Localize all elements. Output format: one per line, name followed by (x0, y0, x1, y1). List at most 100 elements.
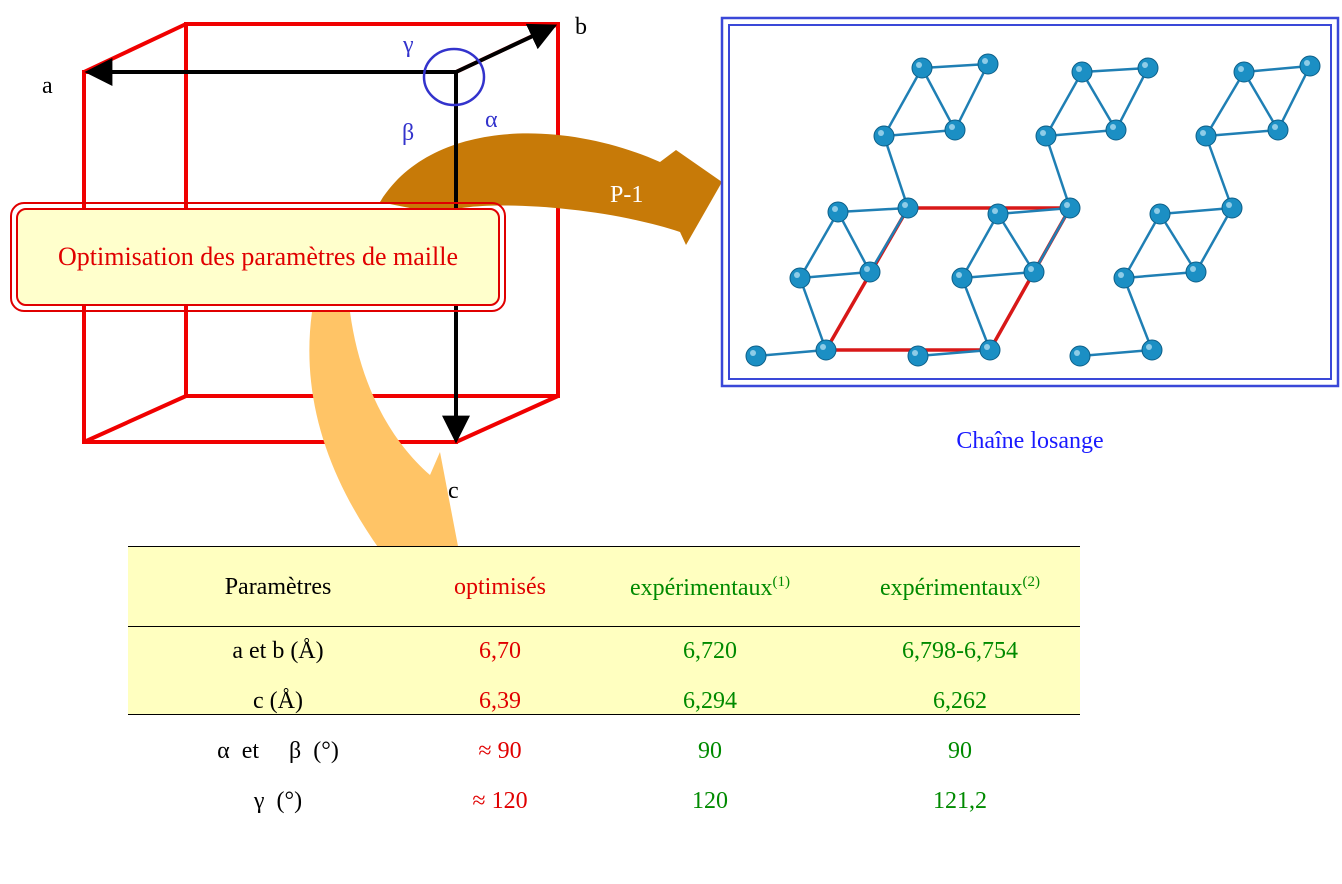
table-cell-experimental-1: 6,720 (683, 638, 737, 664)
bond (1123, 270, 1197, 280)
bond (1122, 213, 1162, 279)
table-cell-experimental-1: 6,294 (683, 688, 737, 714)
atom-highlight (1074, 350, 1080, 356)
angle-beta-label: β (402, 120, 414, 146)
angle-marker (422, 47, 486, 107)
bond (799, 270, 871, 280)
atom-highlight (1200, 130, 1206, 136)
atom-highlight (750, 350, 756, 356)
atom-highlight (1064, 202, 1070, 208)
bond (1122, 277, 1154, 351)
angle-gamma-label: γ (402, 32, 414, 58)
bond (1114, 67, 1150, 131)
bond (1032, 207, 1072, 273)
atom-highlight (1118, 272, 1124, 278)
bond (960, 277, 992, 351)
atom-highlight (984, 344, 990, 350)
atom (859, 261, 881, 283)
atom (951, 267, 973, 289)
atom-highlight (1040, 130, 1046, 136)
curved-arrow-orange (309, 312, 466, 588)
bond (1158, 213, 1198, 273)
atom (1137, 57, 1159, 79)
atom (1071, 61, 1093, 83)
transform-label: P-1 (610, 182, 643, 208)
atom-highlight (1226, 202, 1232, 208)
bond (1080, 71, 1118, 131)
header-experimental-2: expérimentaux(2) (840, 574, 1080, 602)
atom-highlight (820, 344, 826, 350)
bond (1276, 65, 1312, 131)
bond (997, 206, 1071, 216)
bond (1204, 135, 1234, 209)
atom (873, 125, 895, 147)
table-cell-experimental-2: 6,798-6,754 (902, 638, 1018, 664)
atom (897, 197, 919, 219)
angle-alpha-label: α (485, 107, 498, 133)
atom (977, 53, 999, 75)
optimisation-label: Optimisation des paramètres de maille (16, 208, 500, 306)
atom (1035, 125, 1057, 147)
table-top-rule (128, 546, 1080, 547)
bond (882, 135, 910, 209)
bond (961, 270, 1035, 280)
structure-bonds (755, 62, 1312, 358)
atom-highlight (1142, 62, 1148, 68)
atom (1059, 197, 1081, 219)
bond (837, 206, 909, 214)
atom (1221, 197, 1243, 219)
bond (917, 348, 991, 358)
bond (798, 211, 840, 279)
atom-highlight (1076, 66, 1082, 72)
atom-highlight (794, 272, 800, 278)
bond (996, 213, 1036, 273)
atom-highlight (1304, 60, 1310, 66)
curved-arrow-brown (380, 133, 722, 245)
table-cell-param: γ (°) (253, 788, 303, 814)
bond (1204, 71, 1246, 137)
bond (883, 128, 956, 138)
bond (836, 211, 872, 273)
table-cell-param: α et β (°) (217, 738, 339, 764)
atom (745, 345, 767, 367)
atom (944, 119, 966, 141)
table-cell-experimental-2: 6,262 (933, 688, 987, 714)
structure-atoms (745, 53, 1321, 367)
parameters-table: Paramètres optimisés expérimentaux(1) ex… (128, 546, 1080, 714)
atom (907, 345, 929, 367)
table-cell-experimental-2: 90 (948, 738, 972, 764)
atom (1105, 119, 1127, 141)
header-optimised: optimisés (453, 574, 546, 600)
header-experimental-2-ref: (2) (1022, 574, 1041, 590)
bond (798, 277, 828, 351)
atom-highlight (878, 130, 884, 136)
atom-highlight (902, 202, 908, 208)
axis-c-label: c (448, 478, 459, 504)
atom (911, 57, 933, 79)
axis-b-label: b (575, 14, 587, 40)
bond (960, 213, 1000, 279)
bond (755, 348, 827, 358)
atom-highlight (864, 266, 870, 272)
axis-a-label: a (42, 73, 53, 99)
atom-highlight (1146, 344, 1152, 350)
atom-highlight (982, 58, 988, 64)
bond (953, 63, 990, 131)
atom-highlight (912, 350, 918, 356)
atom (1299, 55, 1321, 77)
atom-highlight (956, 272, 962, 278)
bond (1243, 64, 1311, 74)
bond (1194, 207, 1234, 273)
table-cell-optimised: ≈ 120 (472, 788, 528, 814)
bond (921, 62, 989, 70)
atom (979, 339, 1001, 361)
atom (789, 267, 811, 289)
atom (987, 203, 1009, 225)
optimisation-box: Optimisation des paramètres de maille (10, 202, 506, 312)
table-cell-param: a et b (Å) (232, 638, 324, 664)
atom-highlight (1154, 208, 1160, 214)
atom (1149, 203, 1171, 225)
bond (1044, 71, 1084, 137)
atom-highlight (1238, 66, 1244, 72)
header-experimental-2-text: expérimentaux (879, 575, 1023, 601)
